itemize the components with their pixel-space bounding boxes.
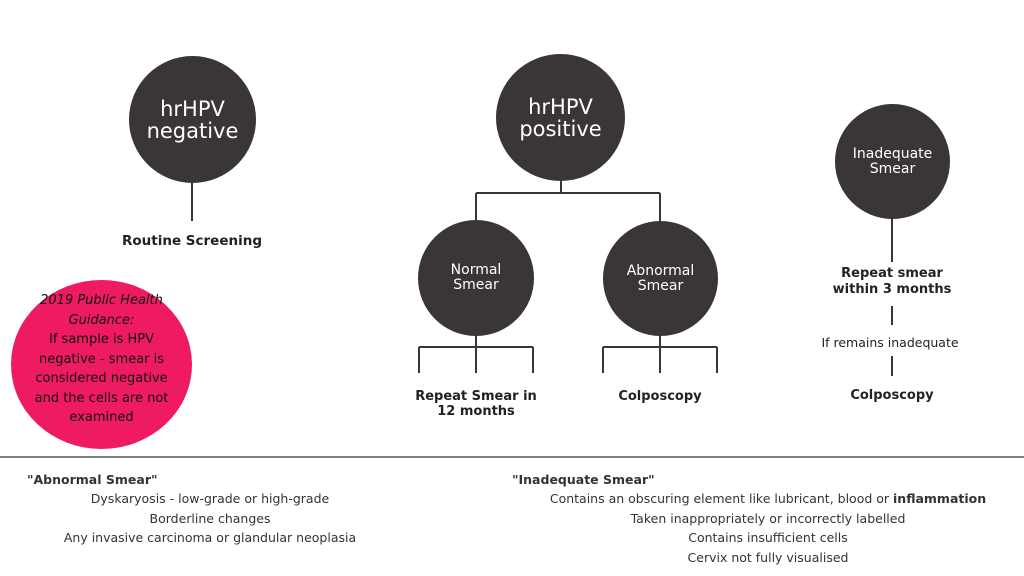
guidance-note: 2019 Public Health Guidance: If sample i…: [11, 280, 192, 449]
abnormal-definition-item: Dyskaryosis - low-grade or high-grade: [90, 491, 330, 506]
inadequate-definition-item: Cervix not fully visualised: [687, 550, 849, 565]
inflammation-emphasis: inflammation: [893, 491, 987, 506]
inadequate-definition-item: Taken inappropriately or incorrectly lab…: [630, 511, 906, 526]
outcome-colposcopy-abnormal: Colposcopy: [618, 389, 702, 404]
outcome-colposcopy-inadequate: Colposcopy: [850, 388, 934, 403]
if-remains-inadequate: If remains inadequate: [821, 335, 959, 350]
outcome-routine-screening: Routine Screening: [121, 233, 263, 249]
abnormal-definition-item: Borderline changes: [149, 511, 271, 526]
inadequate-definition-item: Contains an obscuring element like lubri…: [549, 491, 987, 506]
abnormal-definition-title: "Abnormal Smear": [27, 472, 158, 487]
inadequate-definition-item: Contains insufficient cells: [688, 530, 848, 545]
abnormal-definition-item: Any invasive carcinoma or glandular neop…: [63, 530, 357, 545]
inadequate-definition-title: "Inadequate Smear": [512, 472, 655, 487]
